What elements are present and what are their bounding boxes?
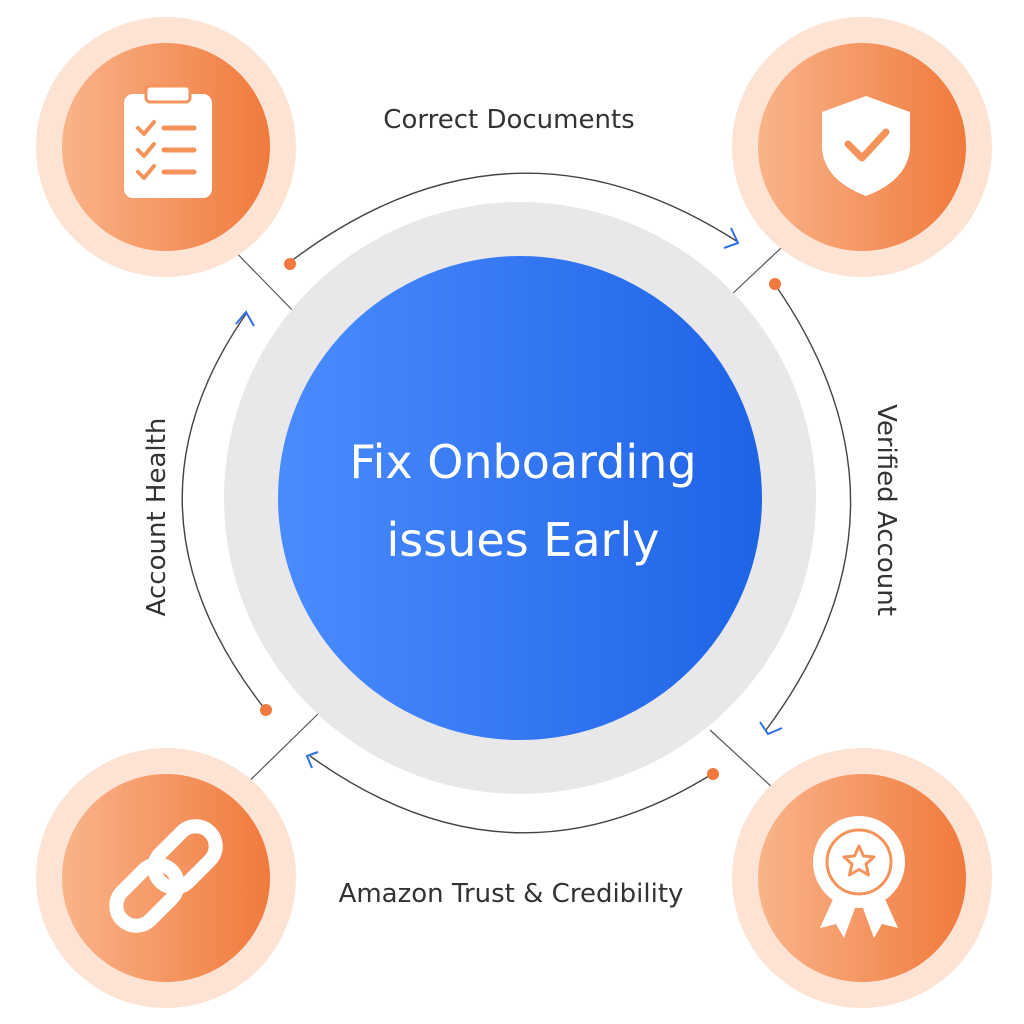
label-account-health: Account Health	[142, 418, 172, 617]
arc-bottom	[309, 755, 713, 834]
label-correct-documents: Correct Documents	[383, 105, 634, 135]
node-account-health	[36, 748, 296, 1008]
center-title-line2: issues Early	[387, 513, 660, 567]
award-badge-icon	[813, 816, 905, 938]
node-correct-documents	[36, 17, 296, 277]
arrowhead-right	[759, 721, 783, 736]
label-amazon-trust: Amazon Trust & Credibility	[339, 879, 684, 909]
arrowhead-left	[235, 310, 255, 327]
chain-link-icon	[109, 819, 223, 933]
arc-top	[289, 172, 739, 263]
dot-bottom	[707, 768, 719, 780]
center-title-line1: Fix Onboarding	[349, 435, 696, 489]
arrowhead-top	[723, 227, 740, 249]
arc-right	[765, 285, 852, 731]
center-circle	[278, 256, 762, 740]
dot-top	[284, 258, 296, 270]
clipboard-checklist-icon	[124, 84, 212, 198]
shield-check-icon	[822, 96, 910, 196]
dot-right	[769, 278, 781, 290]
node-amazon-trust	[732, 748, 992, 1008]
arrowhead-bottom	[305, 751, 319, 769]
label-verified-account: Verified Account	[871, 404, 901, 616]
node-verified-account	[732, 17, 992, 277]
arc-left	[181, 313, 265, 709]
dot-left	[260, 704, 272, 716]
